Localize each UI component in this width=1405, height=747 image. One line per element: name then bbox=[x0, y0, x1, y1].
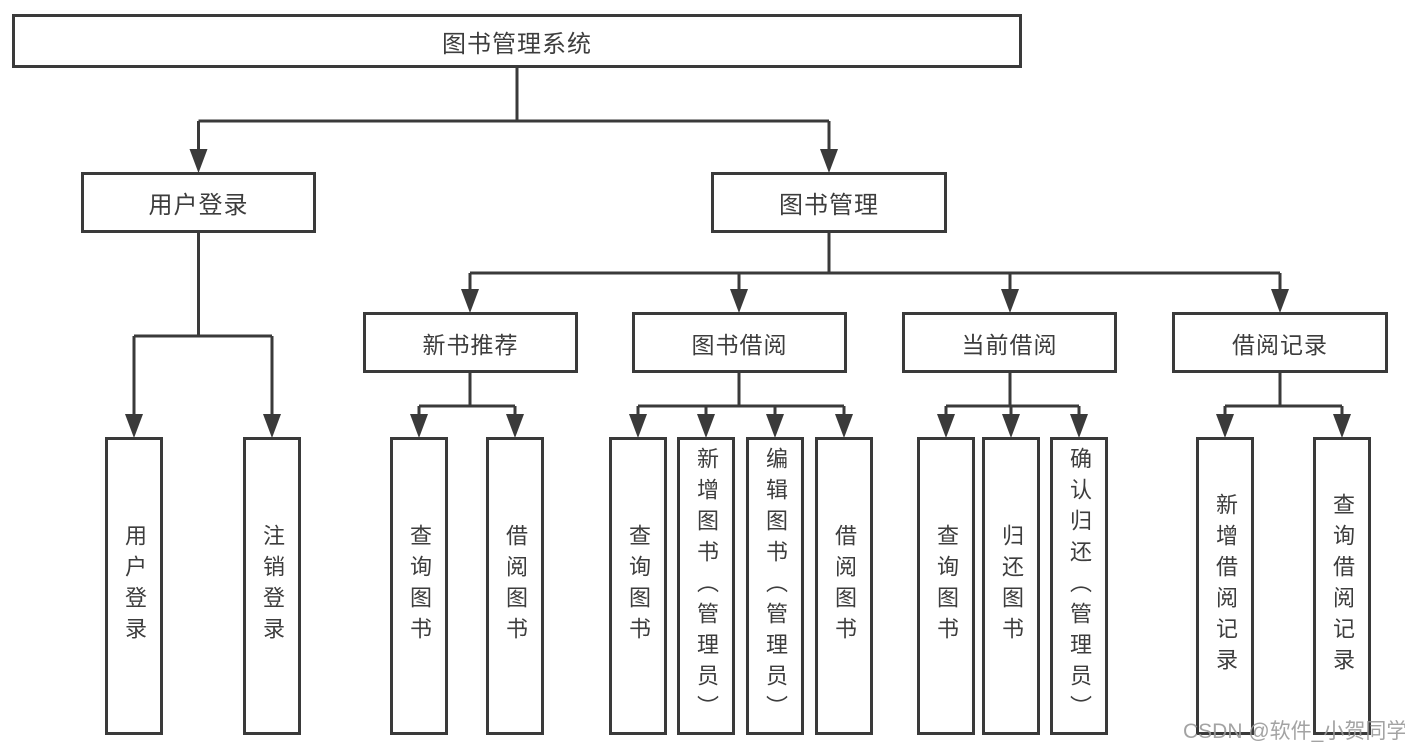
node-leaf-edit-books-admin: 编辑图书（管理员） bbox=[746, 437, 804, 735]
node-new-book-recommendation: 新书推荐 bbox=[363, 312, 578, 373]
node-leaf-add-borrow-record-label: 新增借阅记录 bbox=[1213, 493, 1238, 679]
node-leaf-logout: 注销登录 bbox=[243, 437, 301, 735]
node-leaf-borrow-books: 借阅图书 bbox=[815, 437, 873, 735]
node-user-login: 用户登录 bbox=[81, 172, 316, 233]
node-leaf-borrow-books-recommend: 借阅图书 bbox=[486, 437, 544, 735]
node-leaf-query-books-current: 查询图书 bbox=[917, 437, 975, 735]
node-leaf-user-login: 用户登录 bbox=[105, 437, 163, 735]
node-leaf-borrow-books-label: 借阅图书 bbox=[832, 524, 857, 648]
node-leaf-confirm-return-admin: 确认归还（管理员） bbox=[1050, 437, 1108, 735]
node-new-book-recommendation-label: 新书推荐 bbox=[422, 331, 519, 358]
csdn-watermark: CSDN @软件_小贺同学 bbox=[1183, 720, 1405, 743]
node-leaf-query-books-current-label: 查询图书 bbox=[934, 524, 959, 648]
node-current-borrowing-label: 当前借阅 bbox=[961, 331, 1058, 358]
node-leaf-return-books-label: 归还图书 bbox=[999, 524, 1024, 648]
node-leaf-add-borrow-record: 新增借阅记录 bbox=[1196, 437, 1254, 735]
node-leaf-query-borrow-record-label: 查询借阅记录 bbox=[1330, 493, 1355, 679]
node-leaf-logout-label: 注销登录 bbox=[260, 524, 285, 648]
node-leaf-query-borrow-record: 查询借阅记录 bbox=[1313, 437, 1371, 735]
node-library-system: 图书管理系统 bbox=[12, 14, 1022, 68]
node-leaf-query-books-borrowing-label: 查询图书 bbox=[626, 524, 651, 648]
node-leaf-borrow-books-recommend-label: 借阅图书 bbox=[503, 524, 528, 648]
node-leaf-query-books-borrowing: 查询图书 bbox=[609, 437, 667, 735]
node-leaf-add-books-admin-label: 新增图书（管理员） bbox=[694, 446, 719, 726]
node-leaf-edit-books-admin-label: 编辑图书（管理员） bbox=[763, 446, 788, 726]
node-leaf-confirm-return-admin-label: 确认归还（管理员） bbox=[1067, 446, 1092, 726]
node-leaf-query-books-recommend-label: 查询图书 bbox=[407, 524, 432, 648]
arrowheads bbox=[125, 149, 1351, 438]
node-borrowing-records-label: 借阅记录 bbox=[1232, 331, 1328, 358]
node-current-borrowing: 当前借阅 bbox=[902, 312, 1117, 373]
node-book-management: 图书管理 bbox=[711, 172, 947, 233]
node-library-system-label: 图书管理系统 bbox=[442, 30, 592, 58]
node-leaf-query-books-recommend: 查询图书 bbox=[390, 437, 448, 735]
node-book-management-label: 图书管理 bbox=[779, 192, 879, 219]
node-leaf-user-login-label: 用户登录 bbox=[122, 524, 147, 648]
node-leaf-add-books-admin: 新增图书（管理员） bbox=[677, 437, 735, 735]
node-user-login-label: 用户登录 bbox=[148, 192, 249, 219]
node-borrowing-records: 借阅记录 bbox=[1172, 312, 1388, 373]
node-leaf-return-books: 归还图书 bbox=[982, 437, 1040, 735]
node-book-borrowing-label: 图书借阅 bbox=[691, 331, 788, 358]
node-book-borrowing: 图书借阅 bbox=[632, 312, 847, 373]
